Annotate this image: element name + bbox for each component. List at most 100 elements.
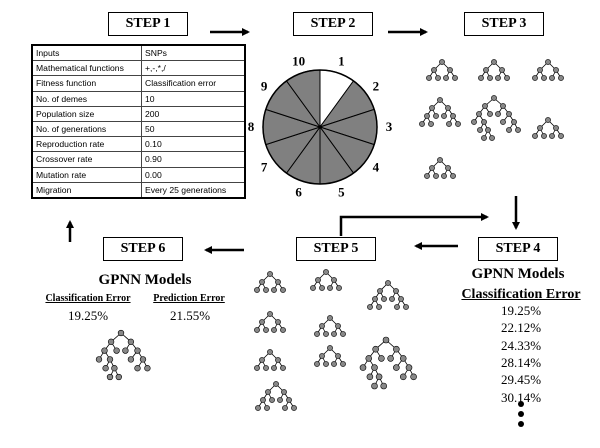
tree-node (259, 319, 265, 325)
step4-error-value: 19.25% (500, 303, 542, 318)
tree-node (558, 133, 564, 139)
tree-node (117, 329, 125, 337)
tree-node (323, 361, 329, 367)
tree-node (393, 345, 400, 353)
tree-node (254, 327, 260, 333)
tree-node (255, 405, 261, 411)
tree-node (481, 135, 487, 141)
tree-node (399, 373, 407, 381)
tree-node (483, 67, 489, 73)
tree-node (455, 121, 461, 127)
tree-node (264, 405, 270, 411)
tree-node (504, 75, 510, 81)
pie-label: 10 (292, 53, 305, 68)
tree-node (263, 287, 269, 293)
step6-prediction-value: 21.55% (169, 308, 211, 323)
network-tree (471, 95, 521, 141)
tree-node (271, 287, 277, 293)
tree-node (428, 121, 434, 127)
tree-node (452, 75, 458, 81)
tree-node (372, 296, 378, 302)
tree-node (144, 365, 151, 372)
step4-error-value: 29.45% (500, 372, 542, 388)
tree-node (260, 397, 266, 403)
tree-node (506, 111, 512, 117)
pie-label: 1 (338, 53, 345, 68)
tree-node (275, 357, 281, 363)
continuation-dot (518, 411, 524, 417)
parameter-value: 0.00 (141, 166, 246, 183)
tree-node (532, 75, 538, 81)
tree-node (511, 119, 517, 125)
tree-node (429, 165, 435, 171)
tree-node (127, 338, 135, 345)
tree-node (280, 287, 286, 293)
tree-node (443, 75, 449, 81)
network-tree (426, 59, 458, 81)
parameter-name: Migration (31, 181, 142, 199)
tree-node (553, 67, 559, 73)
step4-error-header: Classification Error (461, 287, 581, 302)
pie-label: 4 (373, 160, 380, 175)
step4-error-value: 28.14% (500, 354, 542, 370)
network-tree (255, 381, 297, 411)
tree-node (366, 373, 374, 381)
tree-node (487, 111, 493, 117)
tree-node (387, 355, 394, 362)
step6-prediction-header: Prediction Error (153, 293, 225, 304)
tree-node (267, 311, 273, 317)
tree-node (393, 364, 400, 371)
tree-node (487, 75, 493, 81)
pie-outline (262, 69, 378, 185)
tree-node (319, 323, 325, 329)
tree-node (331, 361, 337, 367)
tree-node (431, 67, 437, 73)
tree-node (403, 304, 409, 310)
tree-node (271, 365, 277, 371)
tree-node (450, 173, 456, 179)
step6-classification-header: Classification Error (45, 293, 131, 304)
tree-node (327, 315, 333, 321)
tree-node (450, 113, 456, 119)
tree-node (441, 173, 447, 179)
tree-node (491, 95, 497, 101)
tree-node (389, 296, 395, 302)
network-tree (95, 329, 151, 381)
tree-node (319, 285, 325, 291)
tree-node (491, 59, 497, 65)
step4-label: STEP 4 (478, 237, 558, 261)
network-tree (314, 345, 346, 367)
tree-node (478, 75, 484, 81)
pie-label: 9 (261, 78, 268, 93)
tree-node (277, 397, 283, 403)
tree-node (259, 357, 265, 363)
tree-node (435, 75, 441, 81)
tree-node (335, 323, 341, 329)
step4-error-value: 24.33% (500, 337, 542, 353)
tree-node (340, 331, 346, 337)
tree-node (419, 121, 425, 127)
tree-node (106, 373, 114, 381)
tree-node (314, 331, 320, 337)
pie-label: 8 (248, 119, 255, 134)
tree-node (371, 382, 378, 390)
tree-node (495, 75, 501, 81)
arrow-step5-to-step3-loop (339, 213, 489, 236)
network-tree (254, 271, 286, 293)
tree-node (327, 285, 333, 291)
tree-node (336, 285, 342, 291)
tree-node (489, 135, 495, 141)
tree-node (286, 397, 292, 403)
tree-node (393, 288, 399, 294)
network-tree (532, 117, 564, 139)
tree-node (545, 59, 551, 65)
tree-node (323, 269, 329, 275)
tree-node (471, 119, 477, 125)
tree-node (426, 75, 432, 81)
tree-node (271, 327, 277, 333)
tree-node (267, 271, 273, 277)
tree-node (275, 279, 281, 285)
step1-label: STEP 1 (108, 12, 188, 36)
